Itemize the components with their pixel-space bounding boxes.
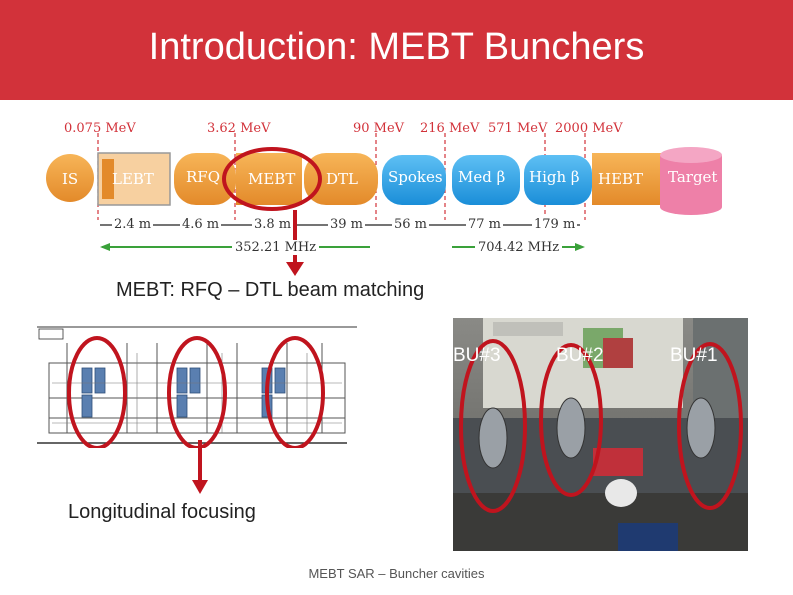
mebt-caption: MEBT: RFQ – DTL beam matching [116, 279, 425, 301]
bu3-highlight [459, 339, 527, 513]
segment-med-beta [452, 155, 520, 205]
length-label: 2.4 m [112, 217, 154, 232]
mebt-technical-drawing [37, 323, 357, 448]
bu1-label: BU#1 [670, 345, 718, 366]
segment-label: DTL [326, 170, 358, 188]
frequency-label: 704.42 MHz [475, 240, 563, 255]
energy-label: 90 MeV [353, 121, 405, 136]
focusing-caption: Longitudinal focusing [68, 501, 256, 523]
segment-label: Med β [458, 168, 506, 186]
length-label: 77 m [466, 217, 504, 232]
segment-label: LEBT [112, 170, 154, 188]
bu3-label: BU#3 [453, 345, 501, 366]
bu1-highlight [677, 342, 743, 510]
mebt-arrow-head [286, 262, 304, 276]
energy-label: 3.62 MeV [207, 121, 271, 136]
segment-label: IS [62, 170, 79, 188]
segment-label: High β [529, 168, 580, 186]
slide-footer: MEBT SAR – Buncher cavities [308, 566, 485, 581]
energy-label: 216 MeV [420, 121, 480, 136]
bu2-label: BU#2 [556, 345, 604, 366]
length-label: 39 m [328, 217, 366, 232]
energy-label: 571 MeV [488, 121, 548, 136]
buncher-highlight-2 [167, 336, 227, 448]
energy-label: 0.075 MeV [64, 121, 136, 136]
bu2-highlight [539, 343, 603, 497]
mebt-highlight-ellipse [222, 147, 322, 211]
segment-label: RFQ [186, 168, 220, 186]
mebt-photo [453, 318, 748, 551]
length-label: 56 m [392, 217, 430, 232]
segment-mebt [236, 153, 302, 205]
title-bar [0, 0, 793, 100]
frequency-label: 352.21 MHz [232, 240, 320, 255]
segment-label: Target [668, 168, 718, 186]
segment-high-beta [524, 155, 592, 205]
segment-target [660, 155, 722, 207]
length-label: 179 m [532, 217, 578, 232]
segment-label: Spokes [388, 168, 443, 186]
segment-hebt [592, 153, 662, 205]
focusing-pointer-arrow [192, 440, 208, 494]
length-label: 4.6 m [180, 217, 222, 232]
energy-label: 2000 MeV [555, 121, 623, 136]
segment-dtl [304, 153, 378, 205]
buncher-highlight-1 [67, 336, 127, 448]
segment-rfq [174, 153, 236, 205]
segment-is [46, 154, 94, 202]
segment-spokes [382, 155, 446, 205]
linac-schematic [46, 133, 722, 265]
buncher-highlight-3 [265, 336, 325, 448]
segment-label: HEBT [598, 170, 644, 188]
slide-title: Introduction: MEBT Bunchers [148, 26, 645, 68]
segment-label: MEBT [248, 170, 296, 188]
length-label: 3.8 m [252, 217, 294, 232]
